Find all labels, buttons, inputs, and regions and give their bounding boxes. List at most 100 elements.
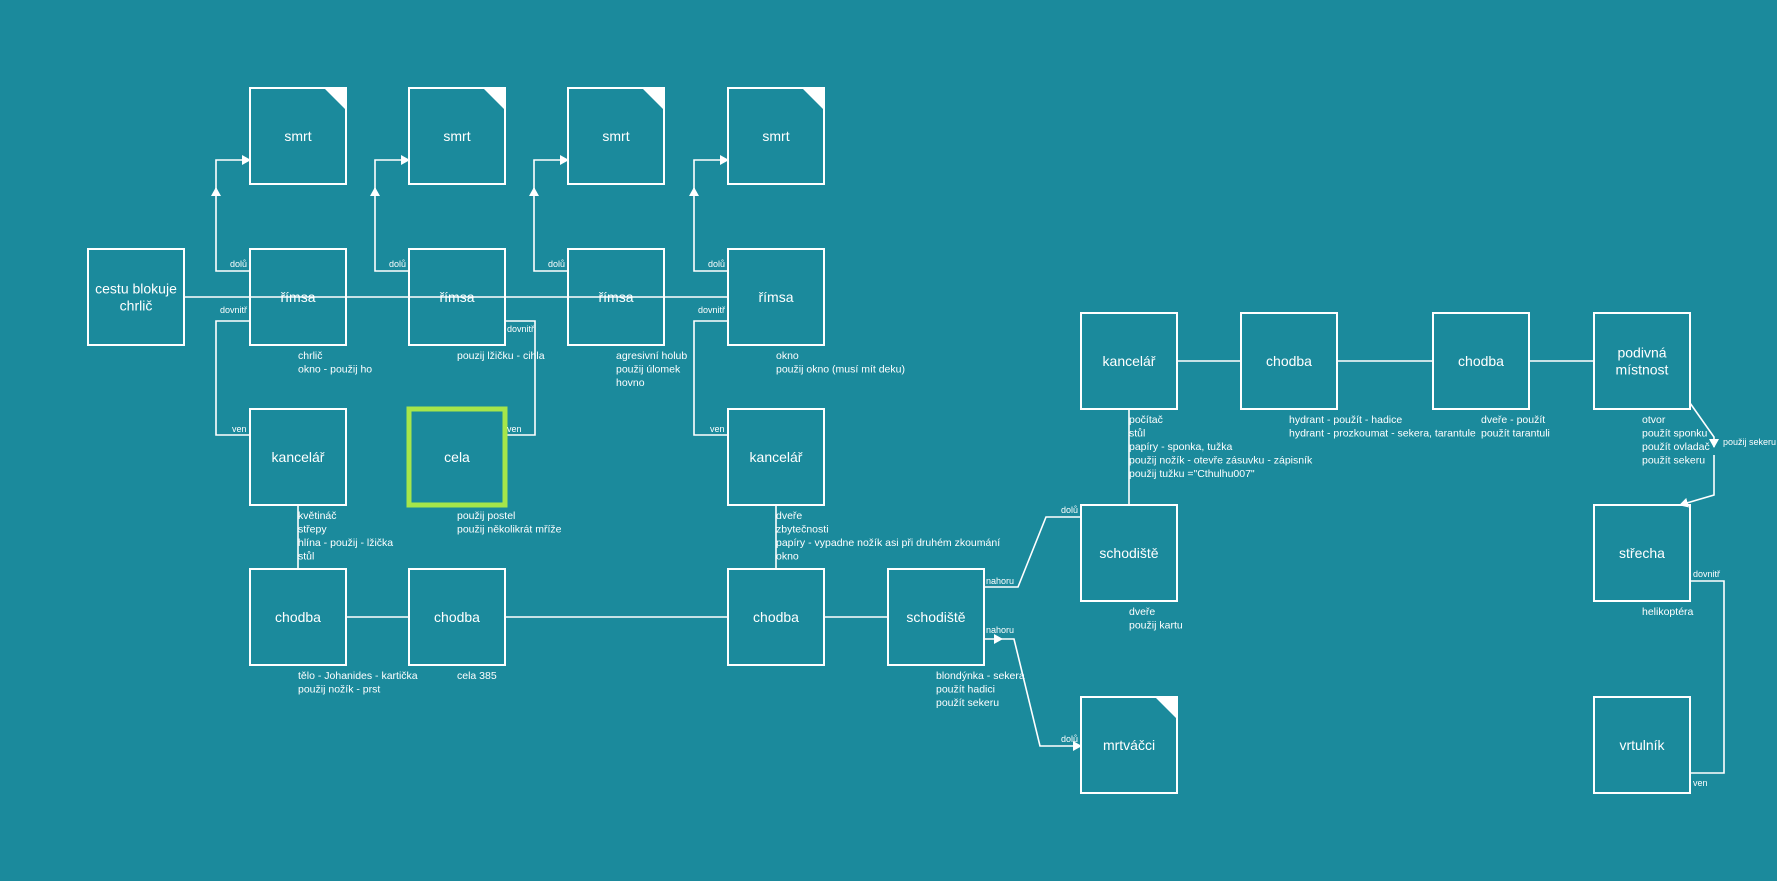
node-title: mrtváčci	[1103, 737, 1155, 753]
node-note: stůl	[298, 551, 314, 563]
node-note: květináč	[298, 510, 337, 522]
node-box[interactable]	[567, 87, 665, 185]
node-box[interactable]	[408, 568, 506, 666]
edge-label-ven-1: ven	[232, 424, 247, 434]
node-chodba3[interactable]: chodba	[727, 568, 825, 666]
edge-label-dolu-6: dolů	[1061, 734, 1078, 744]
node-smrt1[interactable]: smrt	[249, 87, 347, 185]
edge-27	[1690, 580, 1725, 774]
node-note: dveře	[776, 510, 802, 522]
node-title: podivná	[1617, 345, 1666, 361]
node-note: okno - použij ho	[298, 364, 372, 376]
node-box[interactable]	[1593, 312, 1691, 410]
node-mrtvacci[interactable]: mrtváčci	[1080, 696, 1178, 794]
node-note: počítač	[1129, 414, 1163, 426]
node-box[interactable]	[1240, 312, 1338, 410]
node-smrt3[interactable]: smrt	[567, 87, 665, 185]
node-note: tělo - Johanides - kartička	[298, 670, 418, 682]
node-box[interactable]	[1593, 696, 1691, 794]
node-box[interactable]	[408, 248, 506, 346]
edge-label-pouzij-sekeru: použij sekeru	[1723, 437, 1776, 447]
node-vrtulnik[interactable]: vrtulník	[1593, 696, 1691, 794]
node-note: dveře - použít	[1481, 414, 1545, 426]
node-box[interactable]	[408, 87, 506, 185]
node-box[interactable]	[249, 568, 347, 666]
edge-label-dolu-1: dolů	[230, 259, 247, 269]
node-box[interactable]	[249, 408, 347, 506]
edge-label-dolu-3: dolů	[548, 259, 565, 269]
end-corner-icon	[483, 88, 505, 110]
node-box[interactable]	[1080, 312, 1178, 410]
node-note: použij nožík - otevře zásuvku - zápisník	[1129, 455, 1313, 467]
node-title: cestu blokuje	[95, 281, 177, 297]
node-note: použij několikrát mříže	[457, 524, 562, 536]
node-note: použít sekeru	[1642, 455, 1705, 467]
edge-label-dovnitr-2: dovnitř	[507, 324, 535, 334]
node-box[interactable]	[87, 248, 185, 346]
node-note: použít sekeru	[936, 697, 999, 709]
node-note: blondýnka - sekera	[936, 670, 1025, 682]
edge-label-dovnitr-4: dovnitř	[1693, 569, 1721, 579]
node-title: kancelář	[1103, 353, 1156, 369]
edge-dolu-3	[529, 187, 568, 272]
node-box[interactable]	[887, 568, 985, 666]
edge-label-dovnitr-3: dovnitř	[698, 305, 726, 315]
node-title: římsa	[440, 289, 475, 305]
edge-smrt-4	[693, 155, 729, 196]
node-title: schodiště	[1099, 545, 1158, 561]
node-note: chrlič	[298, 350, 323, 362]
node-title: smrt	[602, 128, 629, 144]
edge-label-dolu-4: dolů	[708, 259, 725, 269]
node-box[interactable]	[727, 568, 825, 666]
node-box[interactable]	[727, 408, 825, 506]
node-title: kancelář	[272, 449, 325, 465]
node-box[interactable]	[1080, 696, 1178, 794]
node-title: chodba	[1266, 353, 1312, 369]
edge-10	[215, 320, 250, 436]
node-title: římsa	[599, 289, 634, 305]
edge-smrt-1	[215, 155, 251, 196]
node-box[interactable]	[406, 406, 508, 508]
node-box[interactable]	[249, 248, 347, 346]
node-title: smrt	[284, 128, 311, 144]
node-note: cela 385	[457, 670, 497, 682]
node-smrt4[interactable]: smrt	[727, 87, 825, 185]
end-corner-icon	[324, 88, 346, 110]
end-corner-icon	[802, 88, 824, 110]
edge-label-nahoru-1: nahoru	[986, 576, 1014, 586]
node-box[interactable]	[249, 87, 347, 185]
node-title: chodba	[1458, 353, 1504, 369]
node-note: použij kartu	[1129, 620, 1183, 632]
edge-label-ven-4: ven	[1693, 778, 1708, 788]
end-corner-icon	[1155, 697, 1177, 719]
node-smrt2[interactable]: smrt	[408, 87, 506, 185]
node-box[interactable]	[567, 248, 665, 346]
node-box[interactable]	[1432, 312, 1530, 410]
node-box[interactable]	[727, 248, 825, 346]
edge-smrt-3	[533, 155, 569, 196]
node-box[interactable]	[1593, 504, 1691, 602]
node-note: použít hadici	[936, 684, 995, 696]
edge-20	[1002, 638, 1082, 751]
node-box[interactable]	[727, 87, 825, 185]
node-box[interactable]	[1080, 504, 1178, 602]
